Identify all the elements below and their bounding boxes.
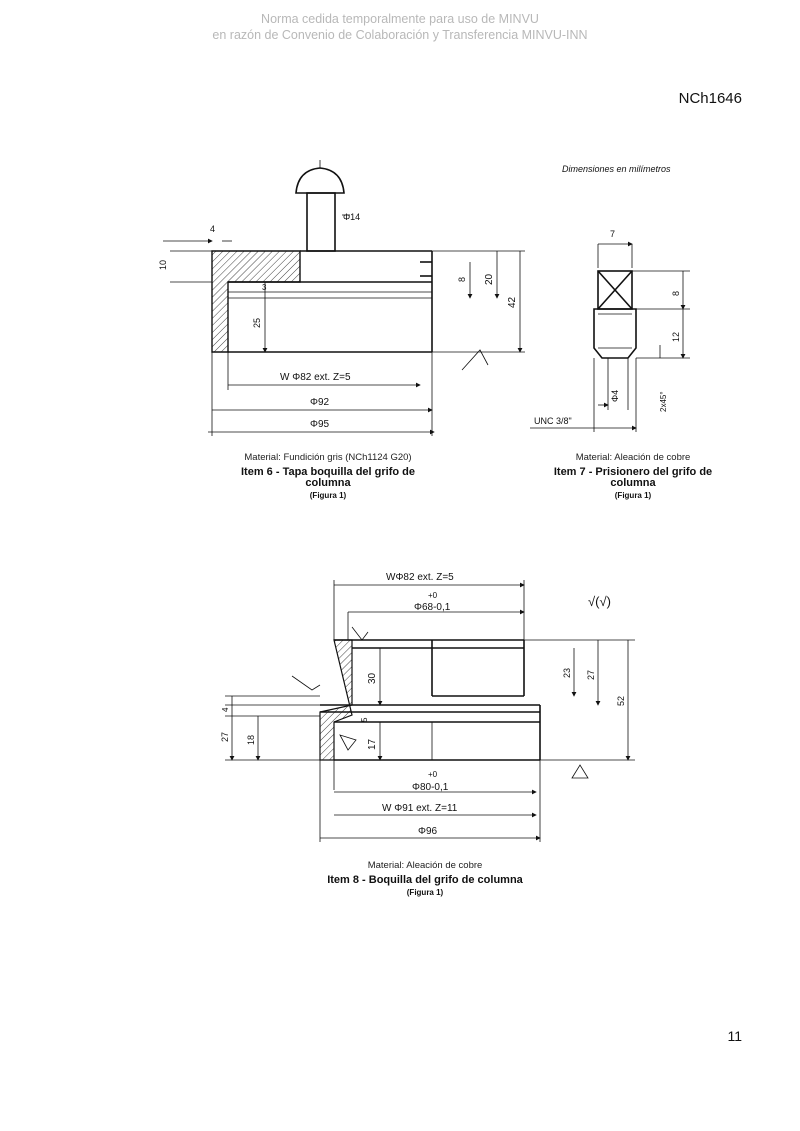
dim-item6-42: 42 (507, 296, 518, 308)
item7-caption: Material: Aleación de cobre Item 7 - Pri… (508, 452, 758, 500)
dim-item6-d95: Φ95 (310, 419, 330, 430)
dim-item8-tol-bot: +0 (428, 770, 438, 779)
dim-item8-52: 52 (616, 696, 626, 706)
page-number: 11 (727, 1028, 742, 1044)
item7-title-line1: Item 7 - Prisionero del grifo de (553, 466, 713, 478)
item8-material: Material: Aleación de cobre (367, 860, 483, 871)
dim-item8-27: 27 (586, 670, 596, 680)
item8-title: Item 8 - Boquilla del grifo de columna (327, 874, 523, 886)
standard-code: NCh1646 (678, 90, 742, 107)
item8-figure: (Figura 1) (406, 888, 444, 897)
item8-drawing: WΦ82 ext. Z=5 +0 Φ68-0,1 √(√) 30 5 17 23… (220, 572, 635, 842)
watermark-line-1: Norma cedida temporalmente para uso de M… (261, 12, 539, 26)
dim-item8-5: 5 (360, 717, 369, 722)
dim-item7-thread: UNC 3/8" (534, 416, 572, 426)
item6-material: Material: Fundición gris (NCh1124 G20) (244, 452, 412, 463)
dim-item6-thread: W Φ82 ext. Z=5 (280, 372, 351, 383)
dim-item7-12: 12 (671, 332, 681, 342)
item6-title-line2: columna (305, 477, 351, 489)
dim-item8-thread-top: WΦ82 ext. Z=5 (386, 572, 454, 583)
dim-item8-23: 23 (562, 668, 572, 678)
units-note: Dimensiones en milímetros (562, 164, 671, 174)
dim-item6-8: 8 (457, 277, 467, 282)
item8-caption: Material: Aleación de cobre Item 8 - Boq… (290, 860, 560, 897)
dim-item6-4: 4 (210, 224, 215, 234)
item7-figure: (Figura 1) (614, 491, 652, 500)
dim-item6-10: 10 (158, 260, 168, 270)
dim-item8-27b: 27 (220, 732, 230, 742)
item7-title-line2: columna (610, 477, 656, 489)
dim-item8-30: 30 (367, 672, 378, 684)
dim-item8-17: 17 (367, 738, 378, 750)
dim-item8-18: 18 (246, 735, 256, 745)
dim-item7-chamfer: 2x45° (659, 391, 668, 412)
roughness-symbol: √(√) (588, 594, 611, 609)
dim-item6-3: 3 (262, 283, 267, 292)
dim-item7-7: 7 (610, 229, 615, 239)
item7-drawing: 7 8 12 Φ4 2x45° UNC 3/8" (530, 229, 690, 432)
dim-item8-tol-top: +0 (428, 591, 438, 600)
dim-item8-d96: Φ96 (418, 826, 438, 837)
dim-item8-thread-bot: W Φ91 ext. Z=11 (382, 803, 458, 814)
item6-figure: (Figura 1) (309, 491, 347, 500)
dim-item6-20: 20 (484, 273, 495, 285)
item6-title-line1: Item 6 - Tapa boquilla del grifo de (241, 466, 415, 478)
dim-item7-d4: Φ4 (610, 390, 620, 402)
dim-item8-d68: Φ68-0,1 (414, 602, 451, 613)
dim-item8-d80: Φ80-0,1 (412, 782, 449, 793)
dim-item6-d14: Φ14 (343, 212, 360, 222)
dim-item7-8: 8 (671, 291, 681, 296)
watermark-line-2: en razón de Convenio de Colaboración y T… (212, 28, 588, 42)
dim-item8-4: 4 (221, 707, 230, 712)
item6-caption: Material: Fundición gris (NCh1124 G20) I… (198, 452, 458, 500)
item6-drawing: 4 10 Φ14 25 3 8 20 42 W Φ82 ext. Z=5 Φ92… (158, 160, 525, 436)
dim-item6-d92: Φ92 (310, 397, 330, 408)
dim-item6-25: 25 (252, 318, 262, 328)
item7-material: Material: Aleación de cobre (575, 452, 691, 463)
